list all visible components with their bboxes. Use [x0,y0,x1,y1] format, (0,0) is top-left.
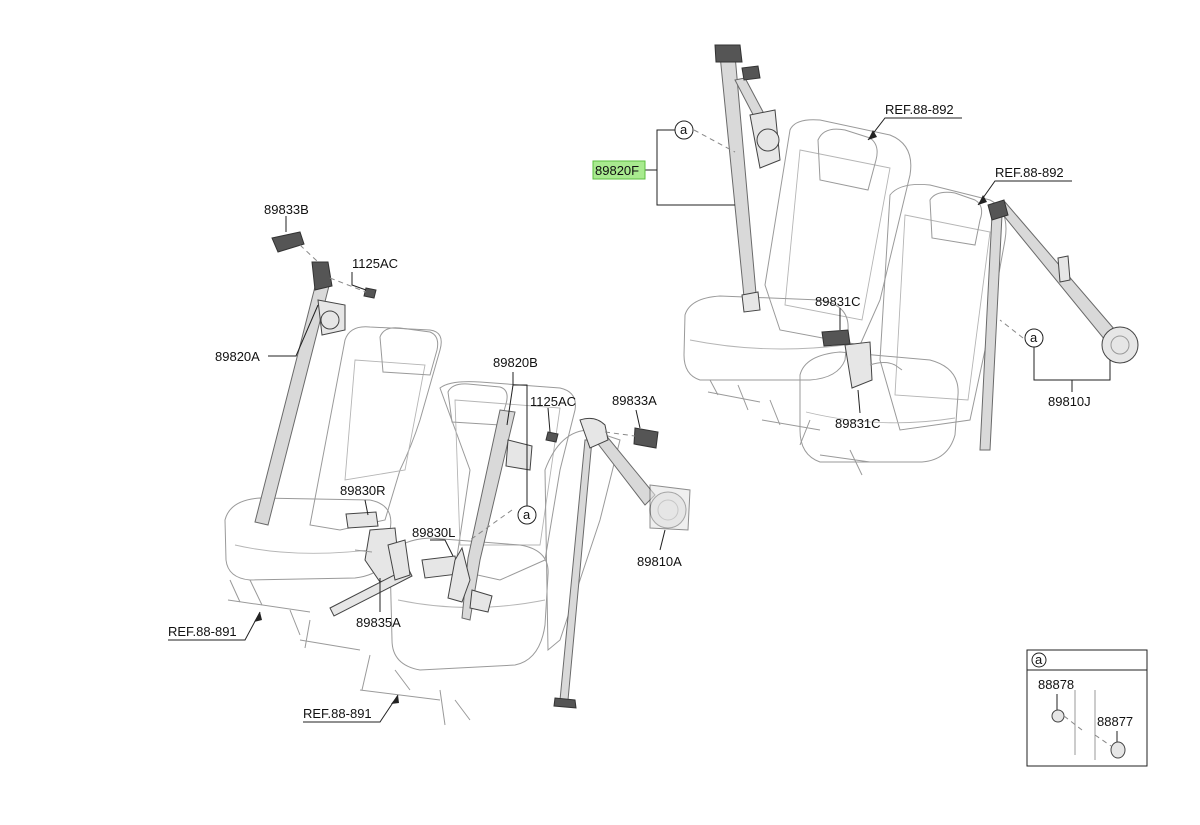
ref-arrow-892-a [867,117,962,141]
callout-a-right: a [1024,328,1044,348]
left-seat-illustration [224,326,621,726]
label-89830R: 89830R [340,483,386,498]
label-ref-88-891-a: REF.88-891 [168,624,237,639]
highlight-89820F [592,160,646,180]
buckle-89830L [421,546,471,603]
label-1125AC-top: 1125AC [352,256,398,271]
ref-arrow-891-a [168,611,262,641]
bracket-89833A [604,427,659,449]
cover-88877 [1110,741,1126,759]
svg-text:a: a [1030,330,1038,345]
inset-callout-a: a [1035,652,1043,667]
belt-89810A [553,417,691,709]
leader-1125AC-mid [547,407,551,433]
leader-89810J [1033,345,1111,381]
label-ref-88-892-a: REF.88-892 [885,102,954,117]
leader-89833A [635,409,641,429]
label-89820B: 89820B [493,355,538,370]
label-ref-88-891-b: REF.88-891 [303,706,372,721]
label-89835A: 89835A [356,615,401,630]
label-1125AC-mid: 1125AC [530,394,576,409]
label-89810J: 89810J [1048,394,1091,409]
label-89831C-bottom: 89831C [835,416,881,431]
bolt-1125AC-mid [545,431,559,443]
callout-a-top: a [674,120,694,140]
bolt-1125AC-top [329,277,377,299]
buckle-rail-89835A [329,539,413,617]
belt-89810J [979,199,1139,451]
buckle-89830R [345,511,401,583]
label-89820A: 89820A [215,349,260,364]
ref-arrow-891-b [303,694,399,723]
belt-89820B [461,409,533,621]
leader-89830L [430,539,454,557]
leader-89810A [659,529,666,551]
bracket-89833B [271,231,319,263]
belt-89820A [254,261,346,526]
label-89830L: 89830L [412,525,455,540]
bracket-89820F [656,129,735,206]
label-89833A: 89833A [612,393,657,408]
ref-arrow-892-b [977,180,1072,206]
buckle-89831C [821,329,903,389]
label-ref-88-892-b: REF.88-892 [995,165,1064,180]
leader-89830R [364,499,369,516]
callout-a-mid: a [517,505,537,525]
leader-89820A [268,304,319,357]
label-89810A: 89810A [637,554,682,569]
leader-89831C-bottom [857,389,861,414]
label-88877: 88877 [1097,714,1133,729]
label-88878: 88878 [1038,677,1074,692]
svg-text:a: a [680,122,688,137]
leader-1125AC-top [351,272,367,291]
belt-89820F [714,44,781,313]
label-89831C-top: 89831C [815,294,861,309]
detail-inset-a: a 88878 88877 [1026,649,1148,767]
right-seat-illustration [683,119,1007,476]
label-89833B: 89833B [264,202,309,217]
leader-89820B [512,372,528,508]
clip-88878 [1051,709,1065,723]
label-89820F[interactable]: 89820F [595,163,639,178]
svg-text:a: a [523,507,531,522]
